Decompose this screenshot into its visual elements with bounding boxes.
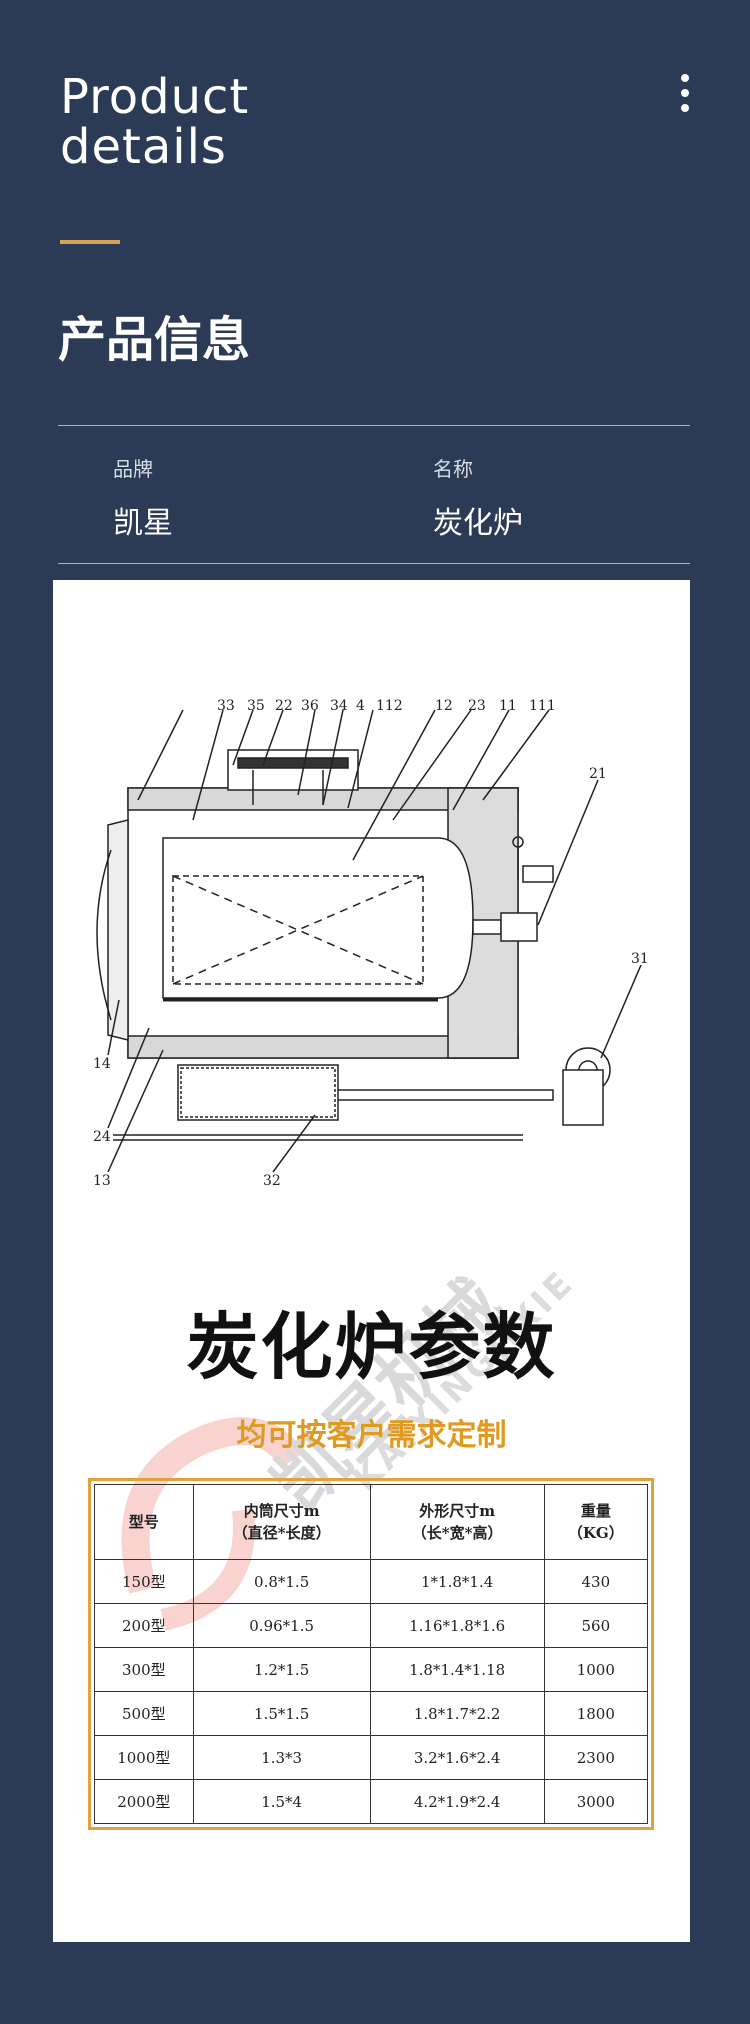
product-image-panel: 33 35 22 36 34 4 112 12 23 11 111 21 31 … [53, 580, 690, 1942]
more-dot-icon [681, 74, 689, 82]
callout-label: 4 [356, 698, 365, 714]
more-dot-icon [681, 104, 689, 112]
more-dot-icon [681, 89, 689, 97]
callout-label: 36 [301, 698, 319, 714]
params-subtitle: 均可按客户需求定制 [236, 1418, 507, 1453]
header-inner-size: 内筒尺寸m（直径*长度） [192, 1484, 371, 1560]
page-title-line2: details [60, 119, 227, 175]
callout-label: 11 [499, 698, 517, 714]
name-label: 名称 [433, 457, 473, 481]
page-title-line1: Product [60, 69, 250, 125]
brand-label: 品牌 [113, 457, 153, 481]
callout-label: 33 [217, 698, 235, 714]
table-header-row: 型号 内筒尺寸m（直径*长度） 外形尺寸m（长*宽*高） 重量（KG） [94, 1484, 649, 1560]
callout-label: 32 [263, 1173, 281, 1189]
callout-label: 31 [631, 951, 649, 967]
callout-label: 111 [529, 698, 556, 714]
section-title: 产品信息 [58, 312, 251, 368]
callout-label: 21 [589, 766, 607, 782]
brand-value: 凯星 [113, 506, 173, 541]
header-weight: 重量（KG） [543, 1484, 649, 1560]
params-title: 炭化炉参数 [186, 1305, 557, 1389]
spec-table: 型号 内筒尺寸m（直径*长度） 外形尺寸m（长*宽*高） 重量（KG） 150型… [94, 1484, 649, 1824]
callout-label: 12 [435, 698, 453, 714]
spec-table-frame: 型号 内筒尺寸m（直径*长度） 外形尺寸m（长*宽*高） 重量（KG） 150型… [88, 1478, 654, 1830]
accent-divider [60, 240, 120, 244]
callout-label: 112 [376, 698, 403, 714]
page-title: Product details [60, 72, 249, 172]
divider-bottom [58, 563, 690, 564]
callout-label: 14 [93, 1056, 111, 1072]
callout-label: 23 [468, 698, 486, 714]
carbonization-furnace-diagram: 33 35 22 36 34 4 112 12 23 11 111 21 31 … [93, 698, 649, 1189]
callout-label: 13 [93, 1173, 111, 1189]
header-outer-size: 外形尺寸m（长*宽*高） [369, 1484, 545, 1560]
callout-label: 22 [275, 698, 293, 714]
more-options-button[interactable] [672, 74, 698, 124]
callout-label: 24 [93, 1129, 111, 1145]
name-value: 炭化炉 [433, 506, 523, 541]
callout-label: 35 [247, 698, 265, 714]
divider-top [58, 425, 690, 426]
header-model: 型号 [94, 1484, 194, 1560]
callout-label: 34 [330, 698, 348, 714]
